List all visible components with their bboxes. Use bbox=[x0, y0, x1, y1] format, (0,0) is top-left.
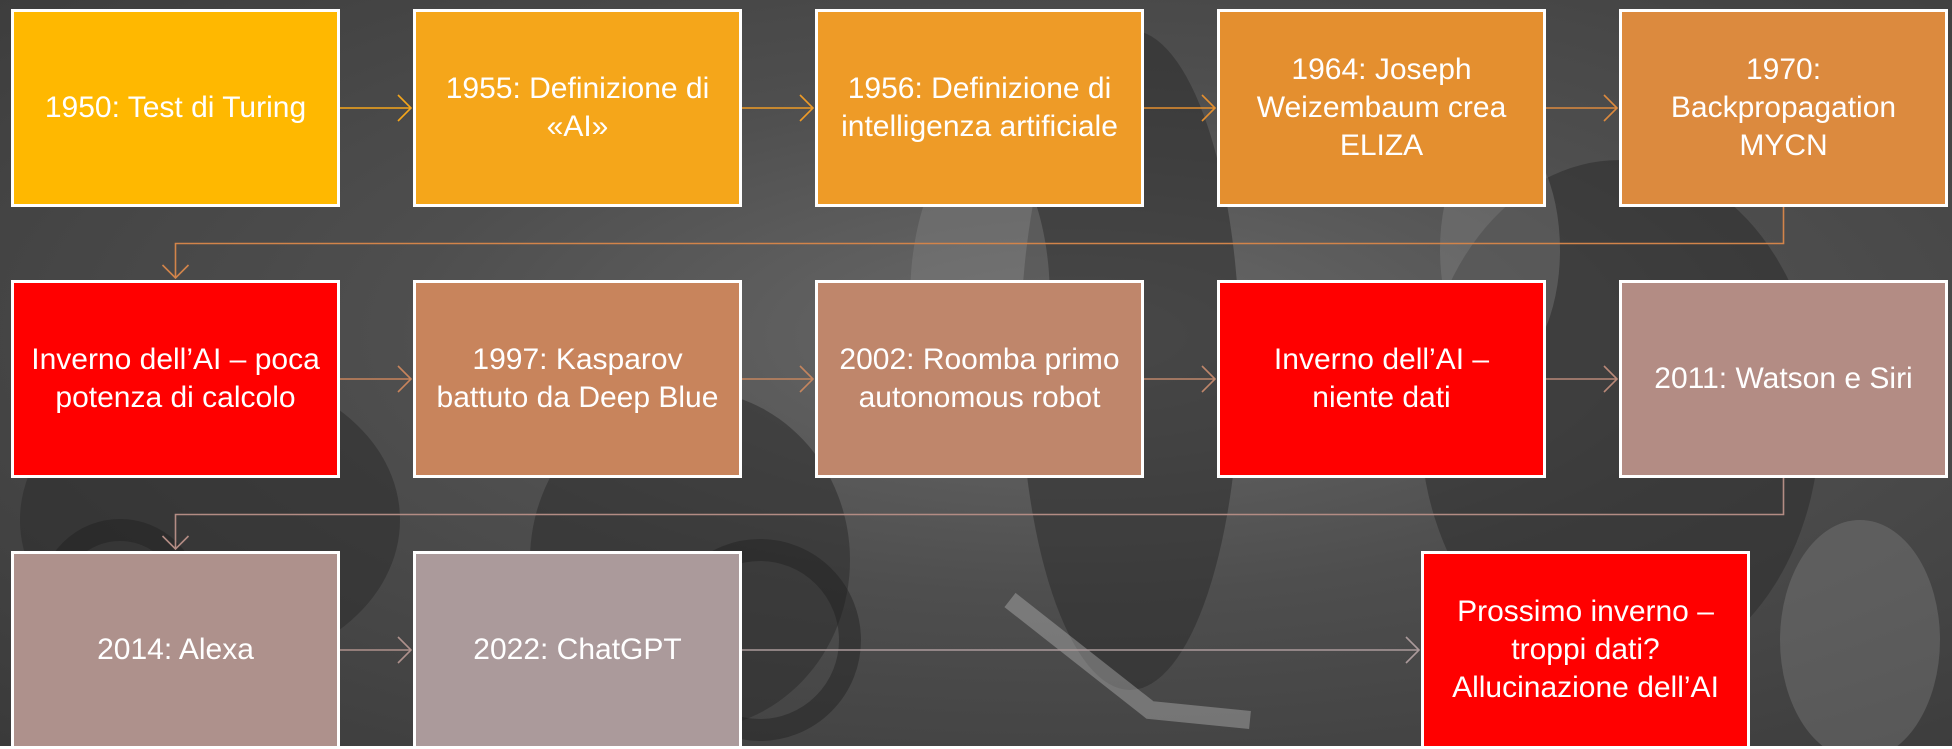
node-label: 2011: Watson e Siri bbox=[1654, 362, 1913, 395]
node-2002-roomba: 2002: Roomba primo autonomous robot bbox=[815, 280, 1144, 478]
node-1950-test-di-turing: 1950: Test di Turing bbox=[11, 9, 340, 207]
connector-arrow-3 bbox=[1144, 94, 1217, 122]
node-1997-kasparov: 1997: Kasparov battuto da Deep Blue bbox=[413, 280, 742, 478]
node-inverno-ai-calcolo: Inverno dell’AI – poca potenza di calcol… bbox=[11, 280, 340, 478]
node-label: 1997: Kasparov battuto da Deep Blue bbox=[436, 343, 719, 414]
node-1956-intelligenza-artificiale: 1956: Definizione di intelligenza artifi… bbox=[815, 9, 1144, 207]
node-2022-chatgpt: 2022: ChatGPT bbox=[413, 551, 742, 749]
connector-arrow-10 bbox=[161, 478, 1785, 551]
node-label: 1964: Joseph Weizembaum crea ELIZA bbox=[1256, 53, 1507, 162]
node-label: Inverno dell’AI – niente dati bbox=[1273, 343, 1490, 414]
connector-arrow-11 bbox=[340, 636, 413, 664]
node-prossimo-inverno: Prossimo inverno – troppi dati? Allucina… bbox=[1421, 551, 1750, 749]
node-1955-definizione-ai: 1955: Definizione di «AI» bbox=[413, 9, 742, 207]
node-inverno-ai-dati: Inverno dell’AI – niente dati bbox=[1217, 280, 1546, 478]
connector-arrow-2 bbox=[742, 94, 815, 122]
connector-arrow-1 bbox=[340, 94, 413, 122]
node-1964-eliza: 1964: Joseph Weizembaum crea ELIZA bbox=[1217, 9, 1546, 207]
connector-arrow-12 bbox=[742, 636, 1421, 664]
node-label: 1956: Definizione di intelligenza artifi… bbox=[841, 72, 1118, 143]
node-label: 2014: Alexa bbox=[97, 633, 254, 666]
node-label: 1950: Test di Turing bbox=[44, 91, 307, 124]
node-label: 2002: Roomba primo autonomous robot bbox=[839, 343, 1120, 414]
node-label: Prossimo inverno – troppi dati? Allucina… bbox=[1452, 595, 1719, 704]
node-label: 1955: Definizione di «AI» bbox=[445, 72, 710, 143]
node-label: 2022: ChatGPT bbox=[473, 633, 682, 666]
node-label: 1970: Backpropagation MYCN bbox=[1670, 53, 1897, 162]
connector-arrow-5 bbox=[161, 207, 1785, 280]
node-2014-alexa: 2014: Alexa bbox=[11, 551, 340, 749]
node-label: Inverno dell’AI – poca potenza di calcol… bbox=[31, 343, 320, 414]
connector-arrow-7 bbox=[742, 365, 815, 393]
connector-arrow-4 bbox=[1546, 94, 1619, 122]
connector-arrow-8 bbox=[1144, 365, 1217, 393]
connector-arrow-9 bbox=[1546, 365, 1619, 393]
node-2011-watson-siri: 2011: Watson e Siri bbox=[1619, 280, 1948, 478]
node-1970-backpropagation: 1970: Backpropagation MYCN bbox=[1619, 9, 1948, 207]
connector-arrow-6 bbox=[340, 365, 413, 393]
